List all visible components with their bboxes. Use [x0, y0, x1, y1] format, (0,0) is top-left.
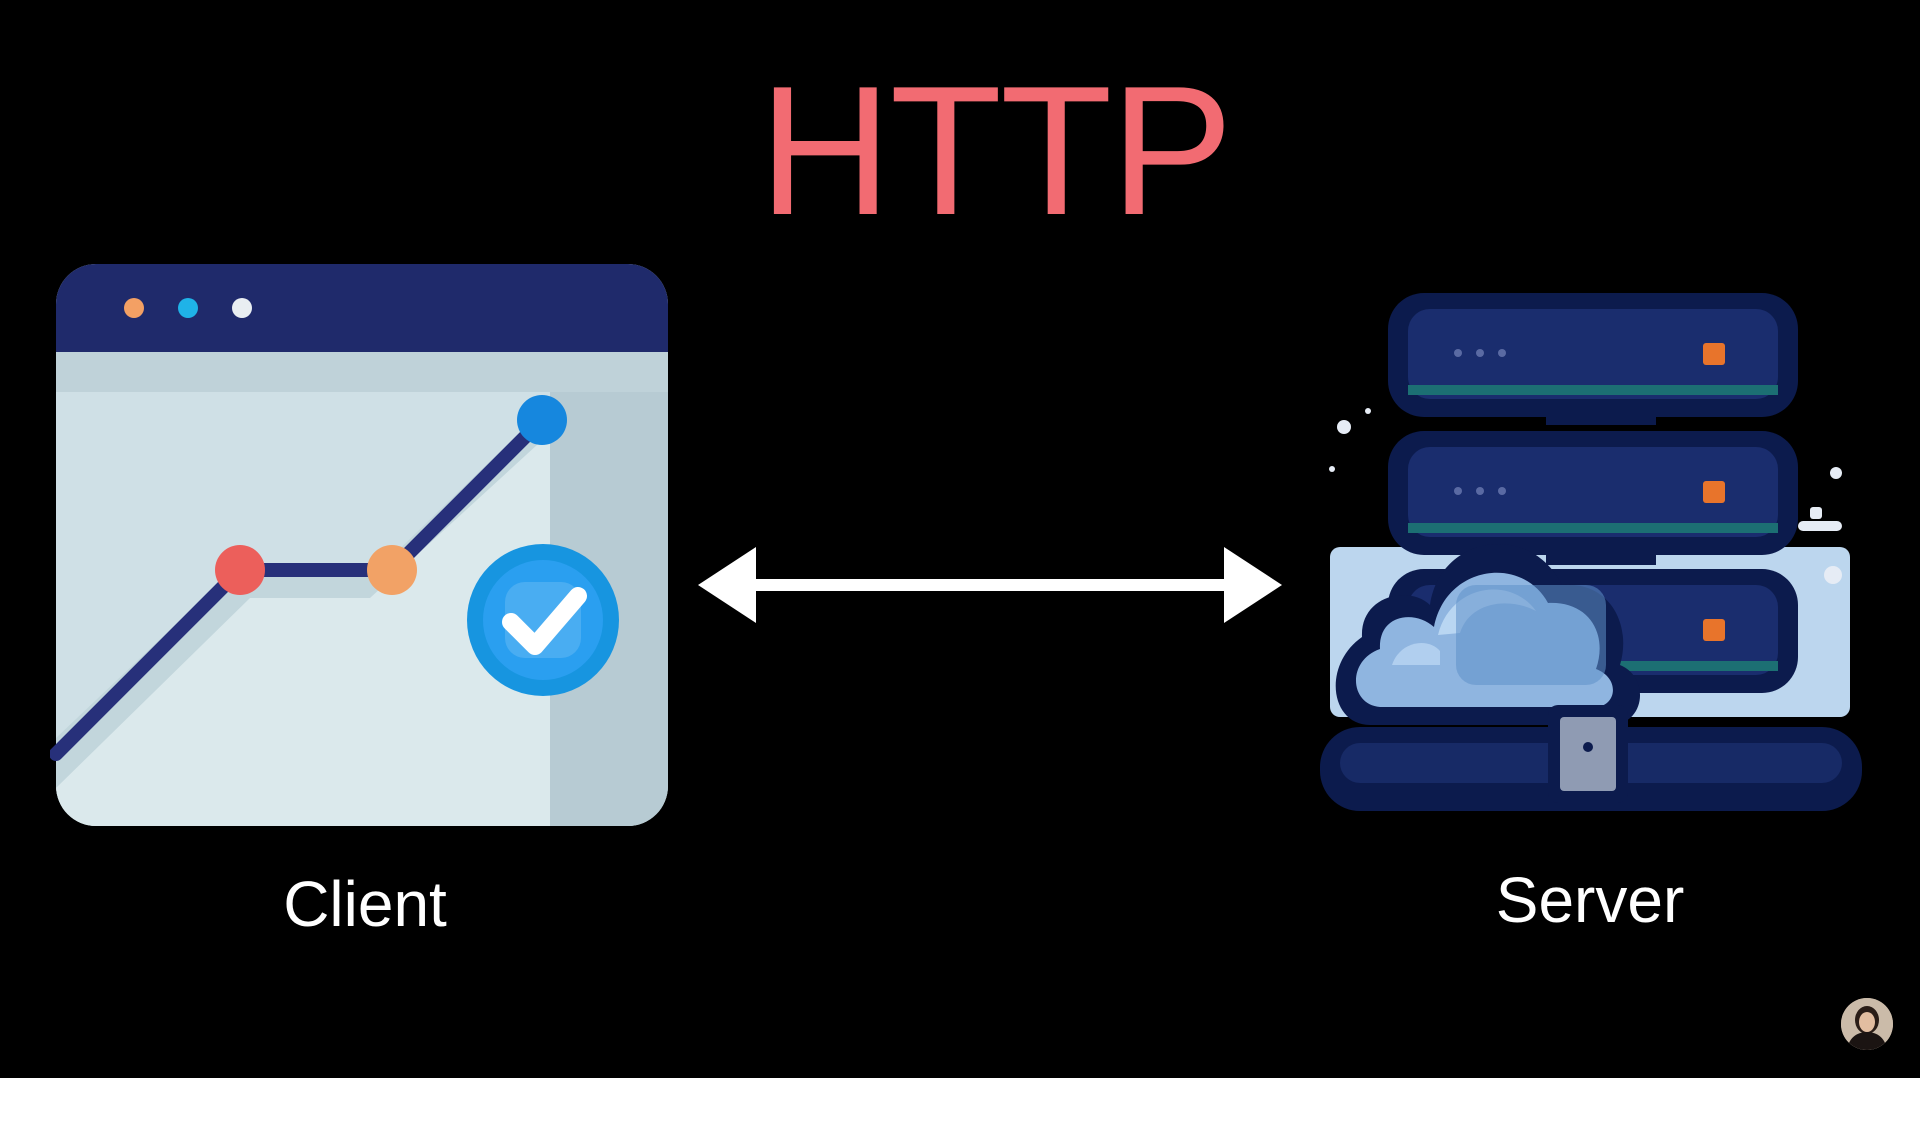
browser-dot-blue [178, 298, 198, 318]
client-label: Client [283, 868, 447, 940]
chart-line [49, 413, 549, 761]
arrowhead-left [698, 547, 756, 623]
browser-dot-white [232, 298, 252, 318]
arrowhead-right [1224, 547, 1282, 623]
server-rack-cloud-icon [1320, 293, 1862, 811]
client-node [49, 258, 674, 832]
cloud-icon [1335, 543, 1641, 725]
server-node [1310, 285, 1870, 825]
diagram-title: HTTP [758, 47, 1233, 253]
browser-window-chart-icon [49, 264, 668, 826]
slide-canvas: HTTP [0, 0, 1920, 1078]
check-badge-icon [467, 544, 619, 696]
bidirectional-arrow [698, 547, 1282, 623]
chart-point [517, 395, 567, 445]
chart-point [215, 545, 265, 595]
chart-point [367, 545, 417, 595]
server-label: Server [1495, 864, 1685, 936]
presenter-avatar-icon[interactable] [1841, 998, 1893, 1050]
browser-dot-orange [124, 298, 144, 318]
